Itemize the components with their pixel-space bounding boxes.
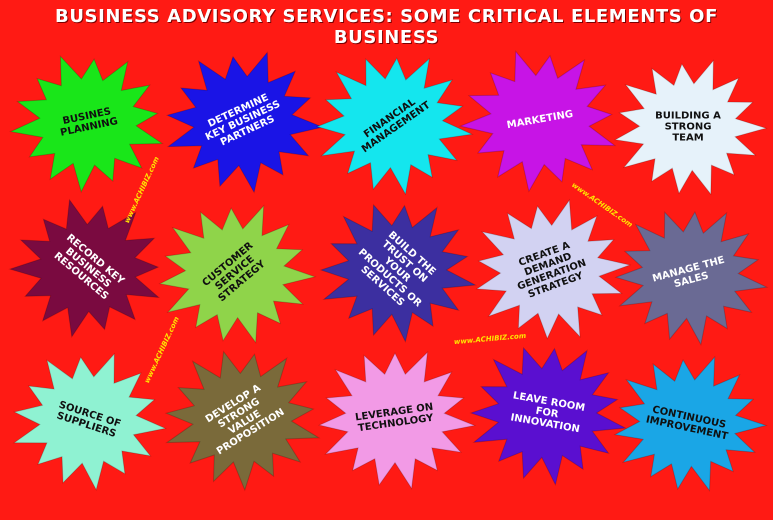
starburst-shape [475,198,632,340]
element-label: BUILDING A STRONG TEAM [655,110,721,144]
starburst-shape [9,54,164,194]
starburst-shape [317,350,477,490]
poster-title: BUSINESS ADVISORY SERVICES: SOME CRITICA… [55,6,718,48]
starburst-shape [158,204,317,344]
starburst-shape [469,346,628,487]
starburst-shape [8,198,161,339]
starburst-shape [613,59,768,196]
starburst-shape [319,203,478,344]
starburst-shape [458,50,617,193]
starburst-shape [613,355,768,492]
starburst-shape [315,57,474,196]
starburst-shape [614,210,769,346]
starburst-shape [164,350,321,492]
starburst-shape [165,51,325,194]
starburst-shape [12,352,168,492]
